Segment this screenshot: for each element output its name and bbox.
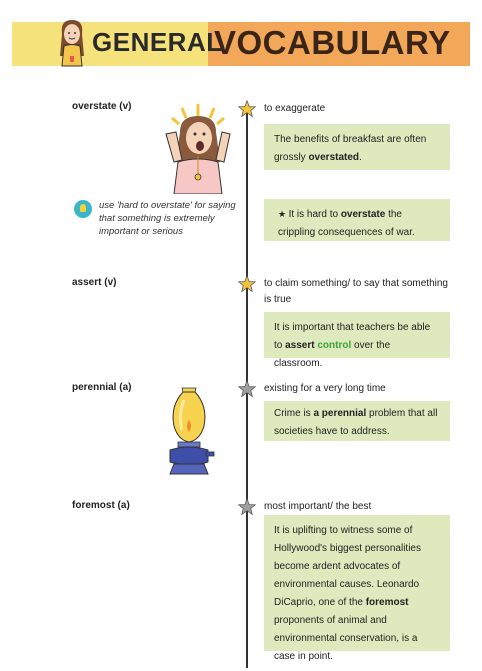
example-text: It is important that teachers be able to [274,322,431,351]
example-box-foremost: It is uplifting to witness some of Holly… [264,515,450,662]
example-text: proponents of animal and environmental c… [274,615,418,662]
example-keyword: overstated [308,152,360,163]
definition-perennial: existing for a very long time [264,383,386,394]
header-banner-right [208,22,470,66]
oil-lamp-illustration [169,387,215,475]
definition-assert: to claim something/ to say that somethin… [264,278,448,305]
example-text: . [359,152,362,163]
example-text: the crippling consequences of war. [278,209,415,238]
term-perennial: perennial (a) [72,382,132,393]
example-keyword: foremost [365,597,409,608]
example-text: over the classroom. [274,340,391,369]
term-foremost: foremost (a) [72,500,130,511]
example-highlight: control [317,340,352,351]
star-icon [238,498,256,516]
header-title-general: GENERAL [92,27,223,57]
example-keyword: assert [285,340,315,351]
example-text: It is uplifting to witness some of Holly… [274,525,421,608]
tip-note-overstate: use 'hard to overstate' for saying that … [99,200,236,237]
header-title-vocabulary: VOCABULARY [214,24,451,61]
definition-overstate: to exaggerate [264,103,326,114]
lightbulb-icon [80,204,86,212]
term-overstate: overstate (v) [72,101,132,112]
example-keyword: overstate [340,209,386,220]
star-icon [238,275,256,293]
star-icon [238,380,256,398]
example-text: Crime is [274,408,314,419]
bullet-star-icon: ★ [278,209,289,219]
example-text: It is hard to [288,209,341,220]
star-icon [238,100,256,118]
tip-example-box-overstate: ★ It is hard to overstate the crippling … [264,199,450,241]
surprised-woman-illustration [165,104,231,194]
example-box-overstate: The benefits of breakfast are often gros… [264,124,450,170]
term-assert: assert (v) [72,277,117,288]
definition-foremost: most important/ the best [264,501,372,512]
example-text: problem that all societies have to addre… [274,408,438,437]
example-keyword: a perennial [313,408,367,419]
example-box-assert: It is important that teachers be able to… [264,312,450,369]
girl-avatar-icon [60,20,84,67]
header-banner-left [12,22,208,66]
example-box-perennial: Crime is a perennial problem that all so… [264,401,450,441]
example-text: The benefits of breakfast are often gros… [274,134,427,163]
